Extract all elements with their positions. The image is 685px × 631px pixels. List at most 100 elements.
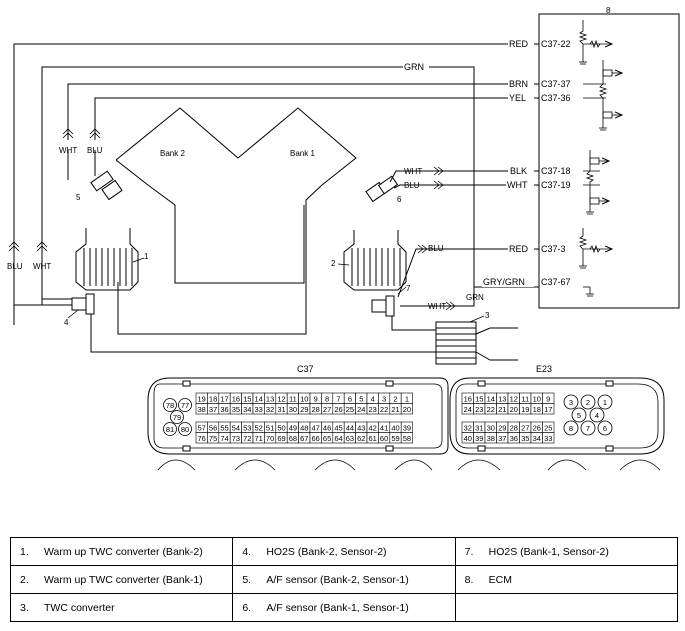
pin-cell: 9 bbox=[309, 392, 322, 404]
svg-text:31: 31 bbox=[277, 405, 285, 414]
legend-item: 2.Warm up TWC converter (Bank-1) bbox=[9, 565, 234, 594]
svg-text:5: 5 bbox=[359, 395, 363, 404]
pin-cell: 1 bbox=[400, 392, 413, 404]
svg-text:66: 66 bbox=[312, 434, 320, 443]
callout-6: 6 bbox=[397, 195, 402, 204]
svg-text:13: 13 bbox=[498, 395, 506, 404]
svg-text:16: 16 bbox=[232, 395, 240, 404]
pin-cell: 59 bbox=[389, 432, 402, 444]
terminal-c37-18: C37-18 bbox=[541, 166, 571, 176]
pin-cell: 75 bbox=[207, 432, 220, 444]
pin-cell: 64 bbox=[332, 432, 345, 444]
pin-cell: 47 bbox=[309, 421, 322, 433]
pin-cell: 32 bbox=[264, 403, 277, 415]
label-grygrn: GRY/GRN bbox=[483, 277, 525, 287]
wire-brn-c37-37 bbox=[67, 83, 539, 140]
pin-cell: 38 bbox=[195, 403, 208, 415]
pin-cell: 39 bbox=[400, 421, 413, 433]
svg-text:19: 19 bbox=[198, 395, 206, 404]
pin-cell: 73 bbox=[229, 432, 242, 444]
pin-cell: 16 bbox=[229, 392, 242, 404]
pin-cell: 67 bbox=[298, 432, 311, 444]
legend-item: 7.HO2S (Bank-1, Sensor-2) bbox=[454, 537, 679, 566]
pin-cell: 55 bbox=[218, 421, 231, 433]
svg-text:52: 52 bbox=[255, 424, 263, 433]
pin-cell: 63 bbox=[343, 432, 356, 444]
pin-cell: 43 bbox=[355, 421, 368, 433]
legend-row: 1.Warm up TWC converter (Bank-2) 4.HO2S … bbox=[9, 537, 679, 566]
c37-housing bbox=[147, 377, 449, 455]
svg-text:5: 5 bbox=[577, 411, 581, 420]
svg-text:4: 4 bbox=[371, 395, 375, 404]
terminal-c37-67: C37-67 bbox=[541, 277, 571, 287]
pin-cell: 15 bbox=[473, 392, 486, 404]
pin-cell: 50 bbox=[275, 421, 288, 433]
svg-text:50: 50 bbox=[277, 424, 285, 433]
pin-cell: 20 bbox=[507, 403, 520, 415]
e23-wire-bundle bbox=[457, 459, 661, 471]
svg-text:4: 4 bbox=[595, 411, 599, 420]
svg-text:43: 43 bbox=[357, 424, 365, 433]
svg-text:29: 29 bbox=[498, 424, 506, 433]
pin-cell: 33 bbox=[542, 432, 555, 444]
terminal-c37-22: C37-22 bbox=[541, 39, 571, 49]
svg-text:58: 58 bbox=[403, 434, 411, 443]
callout-3: 3 bbox=[485, 311, 490, 320]
pin-cell: 26 bbox=[530, 421, 543, 433]
svg-text:25: 25 bbox=[544, 424, 552, 433]
e23-title: E23 bbox=[536, 364, 552, 374]
svg-text:42: 42 bbox=[369, 424, 377, 433]
svg-text:27: 27 bbox=[323, 405, 331, 414]
pin-cell: 34 bbox=[241, 403, 254, 415]
pin-cell: 28 bbox=[507, 421, 520, 433]
round-pin: 5 bbox=[571, 407, 587, 423]
legend-table: 1.Warm up TWC converter (Bank-2) 4.HO2S … bbox=[9, 537, 679, 622]
svg-text:37: 37 bbox=[498, 434, 506, 443]
svg-text:57: 57 bbox=[198, 424, 206, 433]
svg-text:2: 2 bbox=[586, 398, 590, 407]
label-blu-s6: BLU bbox=[404, 181, 420, 190]
svg-text:23: 23 bbox=[369, 405, 377, 414]
round-pin: 4 bbox=[589, 407, 605, 423]
terminal-c37-37: C37-37 bbox=[541, 79, 571, 89]
svg-text:39: 39 bbox=[475, 434, 483, 443]
pin-cell: 8 bbox=[321, 392, 334, 404]
pin-cell: 39 bbox=[473, 432, 486, 444]
label-wht-s6: WHT bbox=[404, 167, 422, 176]
label-wht-s7: WHT bbox=[428, 302, 446, 311]
svg-text:26: 26 bbox=[533, 424, 541, 433]
callout-1: 1 bbox=[144, 252, 149, 261]
pin-cell: 23 bbox=[366, 403, 379, 415]
svg-text:81: 81 bbox=[166, 425, 174, 434]
round-pin: 7 bbox=[580, 420, 596, 436]
svg-text:30: 30 bbox=[289, 405, 297, 414]
terminal-c37-19: C37-19 bbox=[541, 180, 571, 190]
legend-item: 1.Warm up TWC converter (Bank-2) bbox=[9, 537, 234, 566]
pin-cell: 40 bbox=[389, 421, 402, 433]
svg-text:14: 14 bbox=[255, 395, 263, 404]
svg-text:1: 1 bbox=[405, 395, 409, 404]
svg-text:11: 11 bbox=[289, 395, 297, 404]
pin-cell: 42 bbox=[366, 421, 379, 433]
svg-text:54: 54 bbox=[232, 424, 240, 433]
ho2s-sensor-7 bbox=[371, 244, 539, 317]
pin-cell: 18 bbox=[207, 392, 220, 404]
pin-cell: 5 bbox=[355, 392, 368, 404]
exhaust-pipe-lower bbox=[90, 299, 436, 353]
ecm-internal-circuits bbox=[578, 20, 622, 297]
pin-cell: 65 bbox=[321, 432, 334, 444]
pin-cell: 2 bbox=[389, 392, 402, 404]
svg-text:78: 78 bbox=[166, 401, 174, 410]
svg-text:80: 80 bbox=[181, 425, 189, 434]
pin-cell: 37 bbox=[496, 432, 509, 444]
svg-text:10: 10 bbox=[300, 395, 308, 404]
svg-text:31: 31 bbox=[475, 424, 483, 433]
pin-cell: 46 bbox=[321, 421, 334, 433]
label-wht-s4: WHT bbox=[33, 262, 51, 271]
svg-text:14: 14 bbox=[487, 395, 495, 404]
svg-text:67: 67 bbox=[300, 434, 308, 443]
callout-4: 4 bbox=[64, 318, 69, 327]
pin-cell: 19 bbox=[519, 403, 532, 415]
round-pin: 2 bbox=[580, 394, 596, 410]
